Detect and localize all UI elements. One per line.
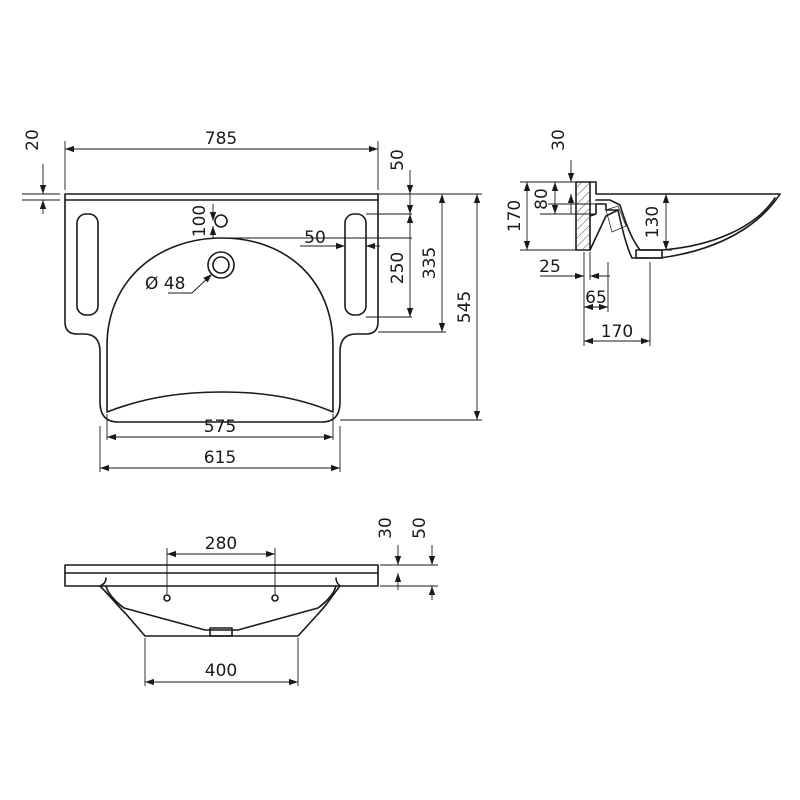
side-view-bowl-inner xyxy=(595,197,776,251)
label-170-bottom: 170 xyxy=(601,322,633,342)
side-view-support xyxy=(589,209,619,251)
label-30-side: 30 xyxy=(549,129,569,151)
label-50-slot: 50 xyxy=(304,228,326,248)
label-545: 545 xyxy=(455,291,475,323)
front-view-drain xyxy=(209,627,233,637)
top-view-drain-outer xyxy=(207,251,235,279)
front-view-bowl-inner xyxy=(105,585,337,631)
side-view-rim xyxy=(589,181,781,195)
front-view-hole-left xyxy=(163,594,171,602)
label-250: 250 xyxy=(388,252,408,284)
front-view: 280 400 30 50 xyxy=(64,517,438,686)
side-view-bracket-hatch xyxy=(577,183,589,249)
label-280: 280 xyxy=(205,534,237,554)
side-view-drain xyxy=(635,249,663,259)
top-view-drain-inner xyxy=(212,256,230,274)
label-50-top: 50 xyxy=(388,149,408,171)
top-view-basin-outline xyxy=(64,193,379,423)
label-785: 785 xyxy=(205,129,237,149)
label-615: 615 xyxy=(204,448,236,468)
front-view-slab xyxy=(64,564,379,587)
label-130: 130 xyxy=(643,206,663,238)
side-view: 30 80 170 130 25 65 170 xyxy=(505,129,781,346)
label-575: 575 xyxy=(204,417,236,437)
top-view: 785 20 50 100 50 250 335 545 Ø 48 575 61… xyxy=(22,129,482,472)
top-view-right-slot xyxy=(344,213,367,316)
label-170-left: 170 xyxy=(505,200,525,232)
top-view-bowl-inner xyxy=(106,237,334,413)
label-335: 335 xyxy=(420,247,440,279)
label-400: 400 xyxy=(205,661,237,681)
top-view-tap-hole xyxy=(214,214,228,228)
top-view-left-slot xyxy=(76,213,99,316)
label-20: 20 xyxy=(23,129,43,151)
front-view-hole-right xyxy=(271,594,279,602)
label-30-front: 30 xyxy=(376,517,396,539)
label-25: 25 xyxy=(539,257,561,277)
label-65: 65 xyxy=(585,288,607,308)
label-diameter-48: Ø 48 xyxy=(145,274,185,294)
label-50-front: 50 xyxy=(410,517,430,539)
label-80: 80 xyxy=(532,188,552,210)
label-100: 100 xyxy=(190,205,210,237)
